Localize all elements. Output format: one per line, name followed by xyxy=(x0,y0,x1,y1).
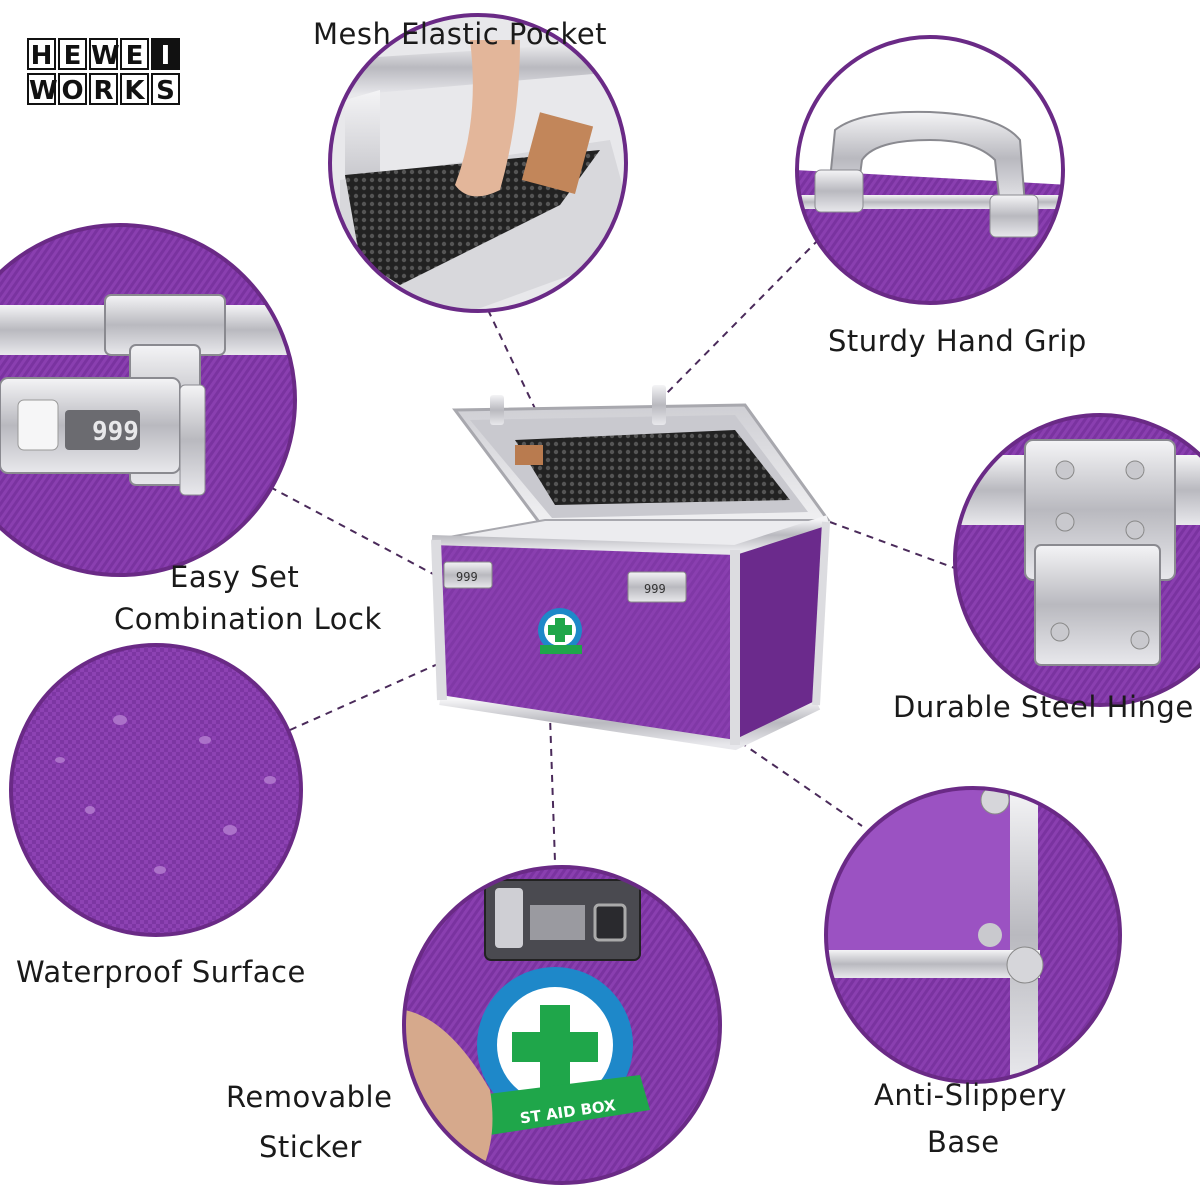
logo-letter: W xyxy=(89,38,120,71)
logo-letter: W xyxy=(27,73,58,106)
detail-mesh-pocket xyxy=(328,13,628,313)
logo-letter: H xyxy=(27,38,56,71)
logo-letter: R xyxy=(89,73,118,106)
label-anti-slippery: Anti-Slippery xyxy=(874,1078,1067,1112)
label-sticker: Sticker xyxy=(259,1130,362,1164)
label-easy-set: Easy Set xyxy=(170,560,300,594)
connector-hinge xyxy=(829,521,961,571)
detail-steel-hinge xyxy=(953,413,1200,707)
logo-row-works: W O R K S xyxy=(27,73,180,106)
label-durable-steel-hinge: Durable Steel Hinge xyxy=(893,690,1194,724)
box-lock-digits-left: 999 xyxy=(456,570,478,584)
logo-letter: E xyxy=(120,38,149,71)
label-mesh-elastic-pocket: Mesh Elastic Pocket xyxy=(313,17,608,51)
detail-anti-slippery-base xyxy=(824,786,1122,1084)
logo-row-hewei: H E W E I xyxy=(27,38,180,71)
box-lock-digits-right: 999 xyxy=(644,582,666,596)
brand-logo: H E W E I W O R K S xyxy=(27,38,180,108)
detail-combination-lock: 999 xyxy=(0,223,297,577)
label-removable: Removable xyxy=(226,1080,393,1114)
detail-waterproof-surface xyxy=(9,643,303,937)
connector-waterproof xyxy=(289,654,459,731)
label-base: Base xyxy=(927,1125,1000,1159)
connector-sticker xyxy=(547,657,556,863)
connector-grip xyxy=(664,229,829,396)
connector-base xyxy=(739,741,863,827)
logo-letter: E xyxy=(58,38,87,71)
logo-letter: S xyxy=(151,73,180,106)
detail-removable-sticker: ST AID BOX xyxy=(402,865,722,1185)
connector-lock xyxy=(269,486,436,576)
label-combination-lock: Combination Lock xyxy=(114,602,382,636)
detail-hand-grip xyxy=(795,35,1065,305)
logo-letter: I xyxy=(151,38,180,71)
lock-digits-label: 999 xyxy=(92,417,139,447)
first-aid-box: 999 999 xyxy=(431,385,831,751)
logo-letter: O xyxy=(58,73,87,106)
logo-letter: K xyxy=(120,73,149,106)
label-sturdy-hand-grip: Sturdy Hand Grip xyxy=(828,324,1087,358)
label-waterproof-surface: Waterproof Surface xyxy=(16,955,306,989)
